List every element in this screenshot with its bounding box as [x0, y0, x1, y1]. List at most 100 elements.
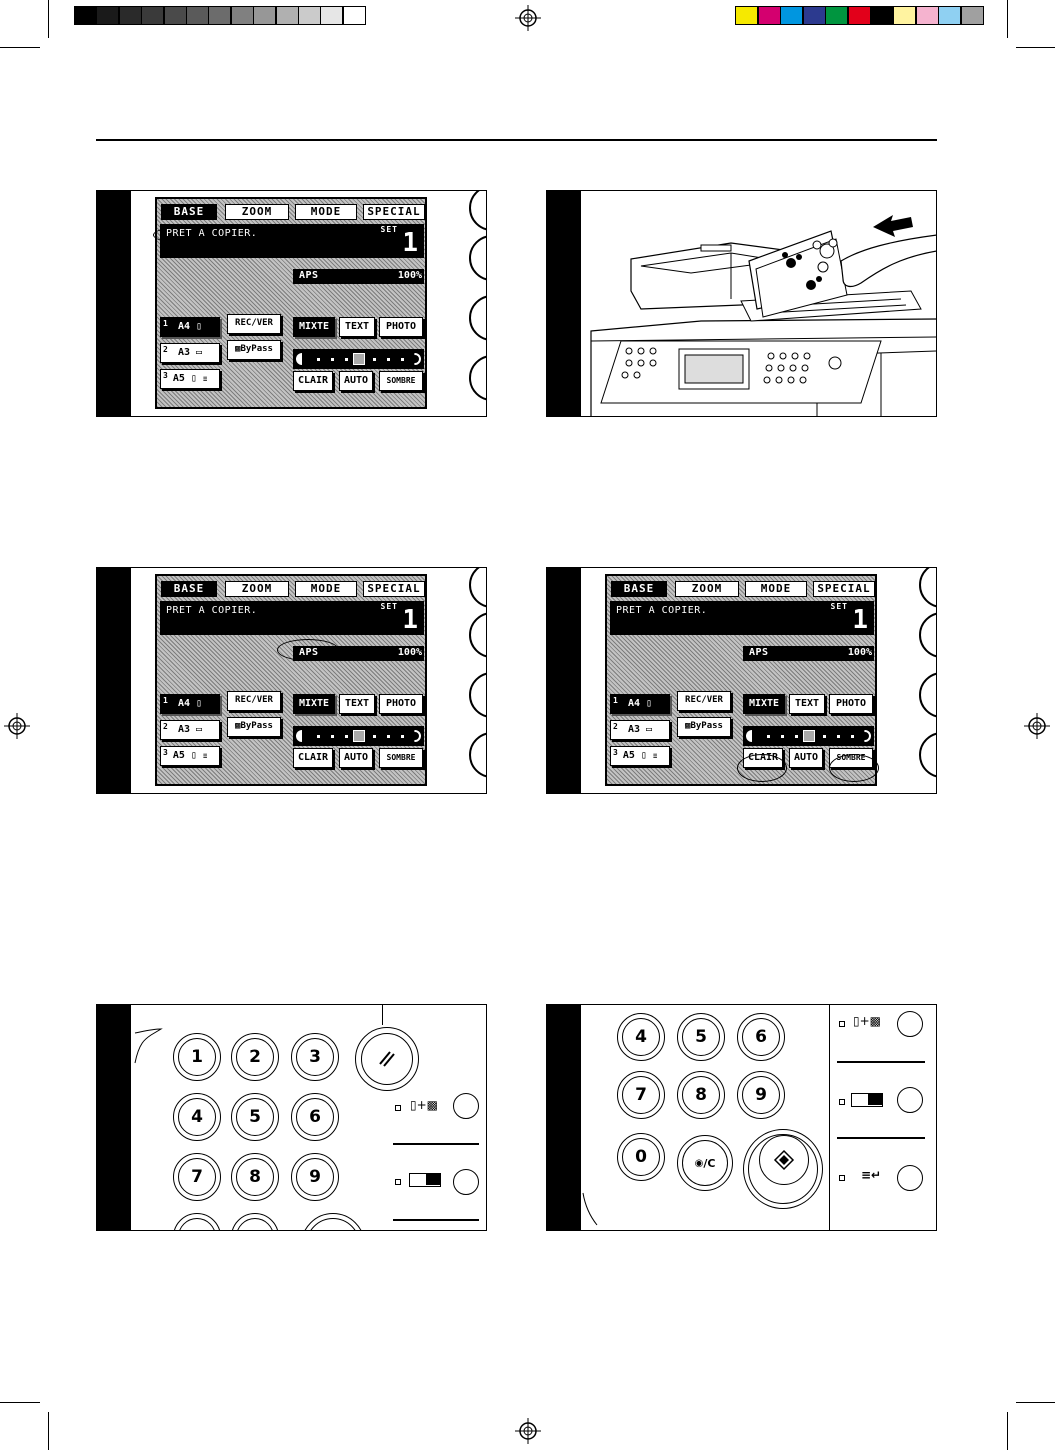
interrupt-button[interactable] — [897, 1011, 923, 1037]
key-label: 0 — [635, 1147, 647, 1167]
numeric-key[interactable]: 6 — [737, 1013, 785, 1061]
gray-swatch — [208, 6, 232, 25]
numeric-key[interactable]: 3 — [291, 1033, 339, 1081]
crop-mark — [48, 1412, 49, 1450]
mode-mixed-button[interactable]: MIXTE — [293, 317, 335, 337]
interrupt-button[interactable] — [453, 1093, 479, 1119]
duplex-button[interactable]: REC/VER — [677, 691, 731, 711]
numeric-key[interactable] — [231, 1213, 279, 1230]
copier-illustration — [590, 215, 936, 416]
mode-photo-button[interactable]: PHOTO — [379, 317, 423, 337]
lighter-icon — [296, 730, 302, 742]
key-label: 5 — [695, 1027, 707, 1047]
numeric-key[interactable]: 5 — [231, 1093, 279, 1141]
tab-mode[interactable]: MODE — [295, 204, 357, 220]
numeric-key[interactable]: 6 — [291, 1093, 339, 1141]
tab-zoom[interactable]: ZOOM — [225, 204, 289, 220]
numeric-key[interactable]: 1 — [173, 1033, 221, 1081]
numeric-key[interactable]: 8 — [231, 1153, 279, 1201]
numeric-key[interactable]: 8 — [677, 1071, 725, 1119]
mode-photo-button[interactable]: PHOTO — [379, 694, 423, 714]
numeric-key[interactable]: 4 — [617, 1013, 665, 1061]
touch-panel-screen: BASE ZOOM MODE SPECIAL PRET A COPIER. SE… — [155, 197, 427, 409]
panel-divider — [393, 1143, 479, 1145]
start-key[interactable] — [759, 1135, 809, 1185]
auto-density-button[interactable]: AUTO — [339, 748, 373, 768]
bypass-button[interactable]: ▩ByPass — [227, 717, 281, 737]
numeric-key[interactable] — [173, 1213, 221, 1230]
tab-special[interactable]: SPECIAL — [363, 204, 425, 220]
darker-icon — [414, 353, 421, 365]
auto-density-button[interactable]: AUTO — [339, 371, 373, 391]
mode-mixed-button[interactable]: MIXTE — [743, 694, 785, 714]
duplex-button[interactable]: REC/VER — [227, 314, 281, 334]
tab-special[interactable]: SPECIAL — [363, 581, 425, 597]
bypass-label: ByPass — [240, 721, 273, 731]
bypass-label: ByPass — [240, 344, 273, 354]
gray-swatch — [320, 6, 344, 25]
side-button-arc — [469, 672, 486, 718]
numeric-key[interactable]: 4 — [173, 1093, 221, 1141]
tab-mode[interactable]: MODE — [295, 581, 357, 597]
tab-zoom[interactable]: ZOOM — [225, 581, 289, 597]
darker-button[interactable]: SOMBRE — [379, 748, 423, 768]
density-scale — [293, 726, 424, 746]
density-scale — [293, 349, 424, 369]
mode-text-button[interactable]: TEXT — [339, 317, 375, 337]
duplex-button[interactable]: REC/VER — [227, 691, 281, 711]
numeric-key[interactable]: 9 — [737, 1071, 785, 1119]
numeric-key[interactable]: 5 — [677, 1013, 725, 1061]
numeric-key[interactable]: 9 — [291, 1153, 339, 1201]
bypass-button[interactable]: ▩ByPass — [227, 340, 281, 360]
stop-clear-button[interactable]: ◉/C — [677, 1135, 733, 1191]
numeric-key[interactable]: 0 — [617, 1133, 665, 1181]
numeric-key[interactable] — [301, 1213, 365, 1230]
ecoprint-button[interactable] — [453, 1169, 479, 1195]
paper-zoom-display: APS 100% — [293, 269, 424, 284]
numeric-key[interactable]: 7 — [173, 1153, 221, 1201]
tab-label: BASE — [173, 205, 205, 218]
mode-mixed-button[interactable]: MIXTE — [293, 694, 335, 714]
panel-divider — [837, 1061, 925, 1063]
gray-swatch — [118, 6, 142, 25]
tab-base[interactable]: BASE — [161, 204, 217, 220]
crop-mark — [48, 0, 49, 38]
bypass-label: ByPass — [690, 721, 723, 731]
paper-label: A4 — [177, 321, 190, 332]
auto-density-button[interactable]: AUTO — [789, 748, 823, 768]
darker-icon — [864, 730, 871, 742]
registration-mark-icon — [515, 1418, 541, 1444]
reset-icon — [379, 1051, 395, 1067]
mode-text-button[interactable]: TEXT — [339, 694, 375, 714]
mode-text-button[interactable]: TEXT — [789, 694, 825, 714]
lighter-button[interactable]: CLAIR — [293, 371, 333, 391]
energy-saver-button[interactable] — [897, 1165, 923, 1191]
reset-button[interactable] — [355, 1027, 419, 1091]
tab-zoom[interactable]: ZOOM — [675, 581, 739, 597]
bypass-button[interactable]: ▩ByPass — [677, 717, 731, 737]
tab-base[interactable]: BASE — [611, 581, 667, 597]
density-indicator — [803, 730, 815, 742]
numeric-key[interactable]: 2 — [231, 1033, 279, 1081]
set-label: SET — [380, 602, 398, 611]
panel-edge-line — [582, 1192, 598, 1226]
mode-label: MIXTE — [298, 321, 330, 332]
tab-mode[interactable]: MODE — [745, 581, 807, 597]
tab-special[interactable]: SPECIAL — [813, 581, 875, 597]
message-display: PRET A COPIER. SET 1 — [160, 601, 424, 635]
ecoprint-button[interactable] — [897, 1087, 923, 1113]
lighter-button[interactable]: CLAIR — [293, 748, 333, 768]
mode-photo-button[interactable]: PHOTO — [829, 694, 873, 714]
numeric-key[interactable]: 7 — [617, 1071, 665, 1119]
darker-button[interactable]: SOMBRE — [379, 371, 423, 391]
tab-base[interactable]: BASE — [161, 581, 217, 597]
